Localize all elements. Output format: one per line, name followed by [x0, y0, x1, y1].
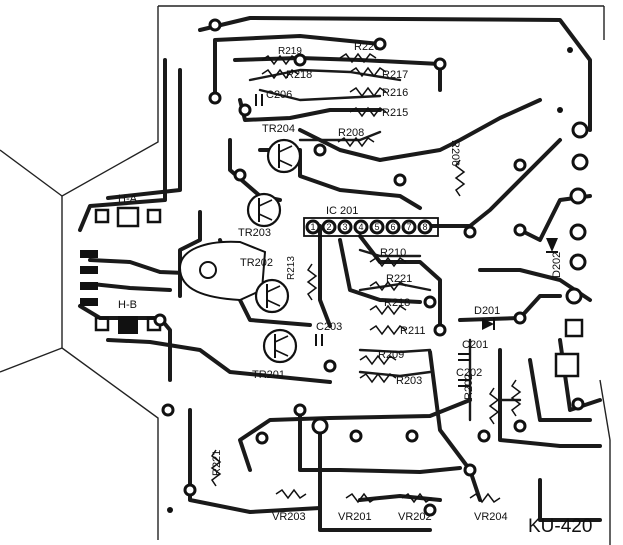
r203-label: R203 — [396, 375, 422, 387]
c201-label: C201 — [462, 339, 488, 351]
resistor-r201 — [510, 379, 522, 417]
resistor-r211: R211 — [369, 324, 425, 337]
transistor-tr202: TR202 — [240, 257, 290, 314]
ic-201-pin-7: 7 — [401, 219, 417, 235]
transistor-tr203: TR204 — [262, 123, 302, 174]
connector-h-b: H-A — [94, 193, 162, 228]
r217-label: R221 — [386, 273, 412, 285]
ic-pin-number: 3 — [342, 222, 347, 232]
c202-label: C202 — [456, 367, 482, 379]
board-outline — [0, 5, 611, 545]
r211-label: R211 — [400, 325, 425, 337]
ic-201-label: IC 201 — [326, 205, 358, 217]
edge-contacts — [80, 250, 98, 306]
r212-label: R213 — [286, 256, 297, 280]
vr203: VR203 — [272, 488, 307, 523]
tr201-label: TR201 — [252, 369, 285, 381]
d202-label: D202 — [551, 252, 563, 278]
resistor-r221: R221 — [210, 449, 223, 487]
ic-pin-number: 8 — [422, 222, 427, 232]
resistor-r217: R221 — [369, 273, 412, 292]
r221-label: R221 — [211, 450, 223, 476]
tr203-label: TR204 — [262, 123, 295, 135]
d201-label: D201 — [474, 305, 500, 317]
r219-label: R219 — [278, 46, 302, 57]
resistor-r216: R218 — [261, 68, 312, 81]
transistor-tr204: TR203 — [238, 192, 282, 239]
board-id-label: KU-420 — [528, 516, 592, 537]
ic-201-pin-4: 4 — [353, 219, 369, 235]
c203-label: C203 — [316, 321, 342, 333]
ic-201-pin-3: 3 — [337, 219, 353, 235]
tr202-label: TR202 — [240, 257, 273, 269]
r209-label: R209 — [378, 349, 404, 361]
resistor-r212: R213 — [286, 256, 318, 301]
capacitor-c201: C201 — [458, 339, 488, 361]
diode-d202: D202 — [546, 238, 563, 278]
ic-pin-number: 7 — [406, 222, 411, 232]
capacitor-c202: C202 — [456, 367, 482, 387]
ic-pin-number: 1 — [310, 222, 315, 232]
ic-pin-number: 4 — [358, 222, 363, 232]
ic-201-pin-8: 8 — [417, 219, 433, 235]
connector-h-b-label: H-A — [118, 193, 138, 205]
vr201: VR201 — [338, 492, 377, 523]
r214-label: R216 — [382, 87, 408, 99]
c206-label: C206 — [266, 89, 292, 101]
capacitor-c203: C203 — [315, 321, 342, 346]
capacitor-c206: C206 — [255, 89, 292, 106]
connector-h-a-label: H-B — [118, 299, 137, 311]
ic-pin-number: 6 — [390, 222, 395, 232]
diode-d201: D201 — [474, 305, 500, 330]
vr202: VR202 — [398, 492, 433, 523]
resistor-r219: R219 — [261, 46, 302, 66]
ic-201: IC 201 1 2 3 4 5 6 7 8 — [303, 205, 439, 237]
resistor-r202: R202 — [463, 374, 500, 425]
tr204-label: TR203 — [238, 227, 271, 239]
vr204: VR204 — [469, 492, 508, 523]
ic-pin-number: 5 — [374, 222, 379, 232]
r210-label: R210 — [380, 247, 406, 259]
r206-label: R206 — [449, 140, 461, 166]
ic-201-pin-6: 6 — [385, 219, 401, 235]
r215-label: R217 — [382, 69, 408, 81]
r216-label: R218 — [286, 69, 312, 81]
resistor-r214: R216 — [349, 86, 408, 99]
resistor-r206: R206 — [449, 140, 466, 197]
resistor-r213: R215 — [349, 106, 408, 119]
resistor-r203: R203 — [359, 372, 422, 387]
ic-201-pin-1: 1 — [305, 219, 321, 235]
resistor-r208: R208 — [337, 127, 375, 148]
resistor-r218: R218 — [369, 297, 410, 316]
r208-label: R208 — [338, 127, 364, 139]
resistor-r215: R217 — [349, 66, 408, 81]
r213-label: R215 — [382, 107, 408, 119]
transistor-tr201: TR201 — [252, 328, 298, 381]
resistor-r210: R210 — [369, 247, 407, 268]
ic-201-pin-2: 2 — [321, 219, 337, 235]
vr203-label: VR203 — [272, 511, 306, 523]
r218-label: R218 — [384, 297, 410, 309]
solder-pads — [153, 18, 589, 517]
ic-pin-number: 2 — [326, 222, 331, 232]
screw-holes — [167, 47, 573, 513]
vr204-label: VR204 — [474, 511, 508, 523]
mounting-hole-center — [178, 240, 267, 302]
resistor-r209: R209 — [359, 349, 404, 366]
vr202-label: VR202 — [398, 511, 432, 523]
vr201-label: VR201 — [338, 511, 372, 523]
ic-201-pin-5: 5 — [369, 219, 385, 235]
